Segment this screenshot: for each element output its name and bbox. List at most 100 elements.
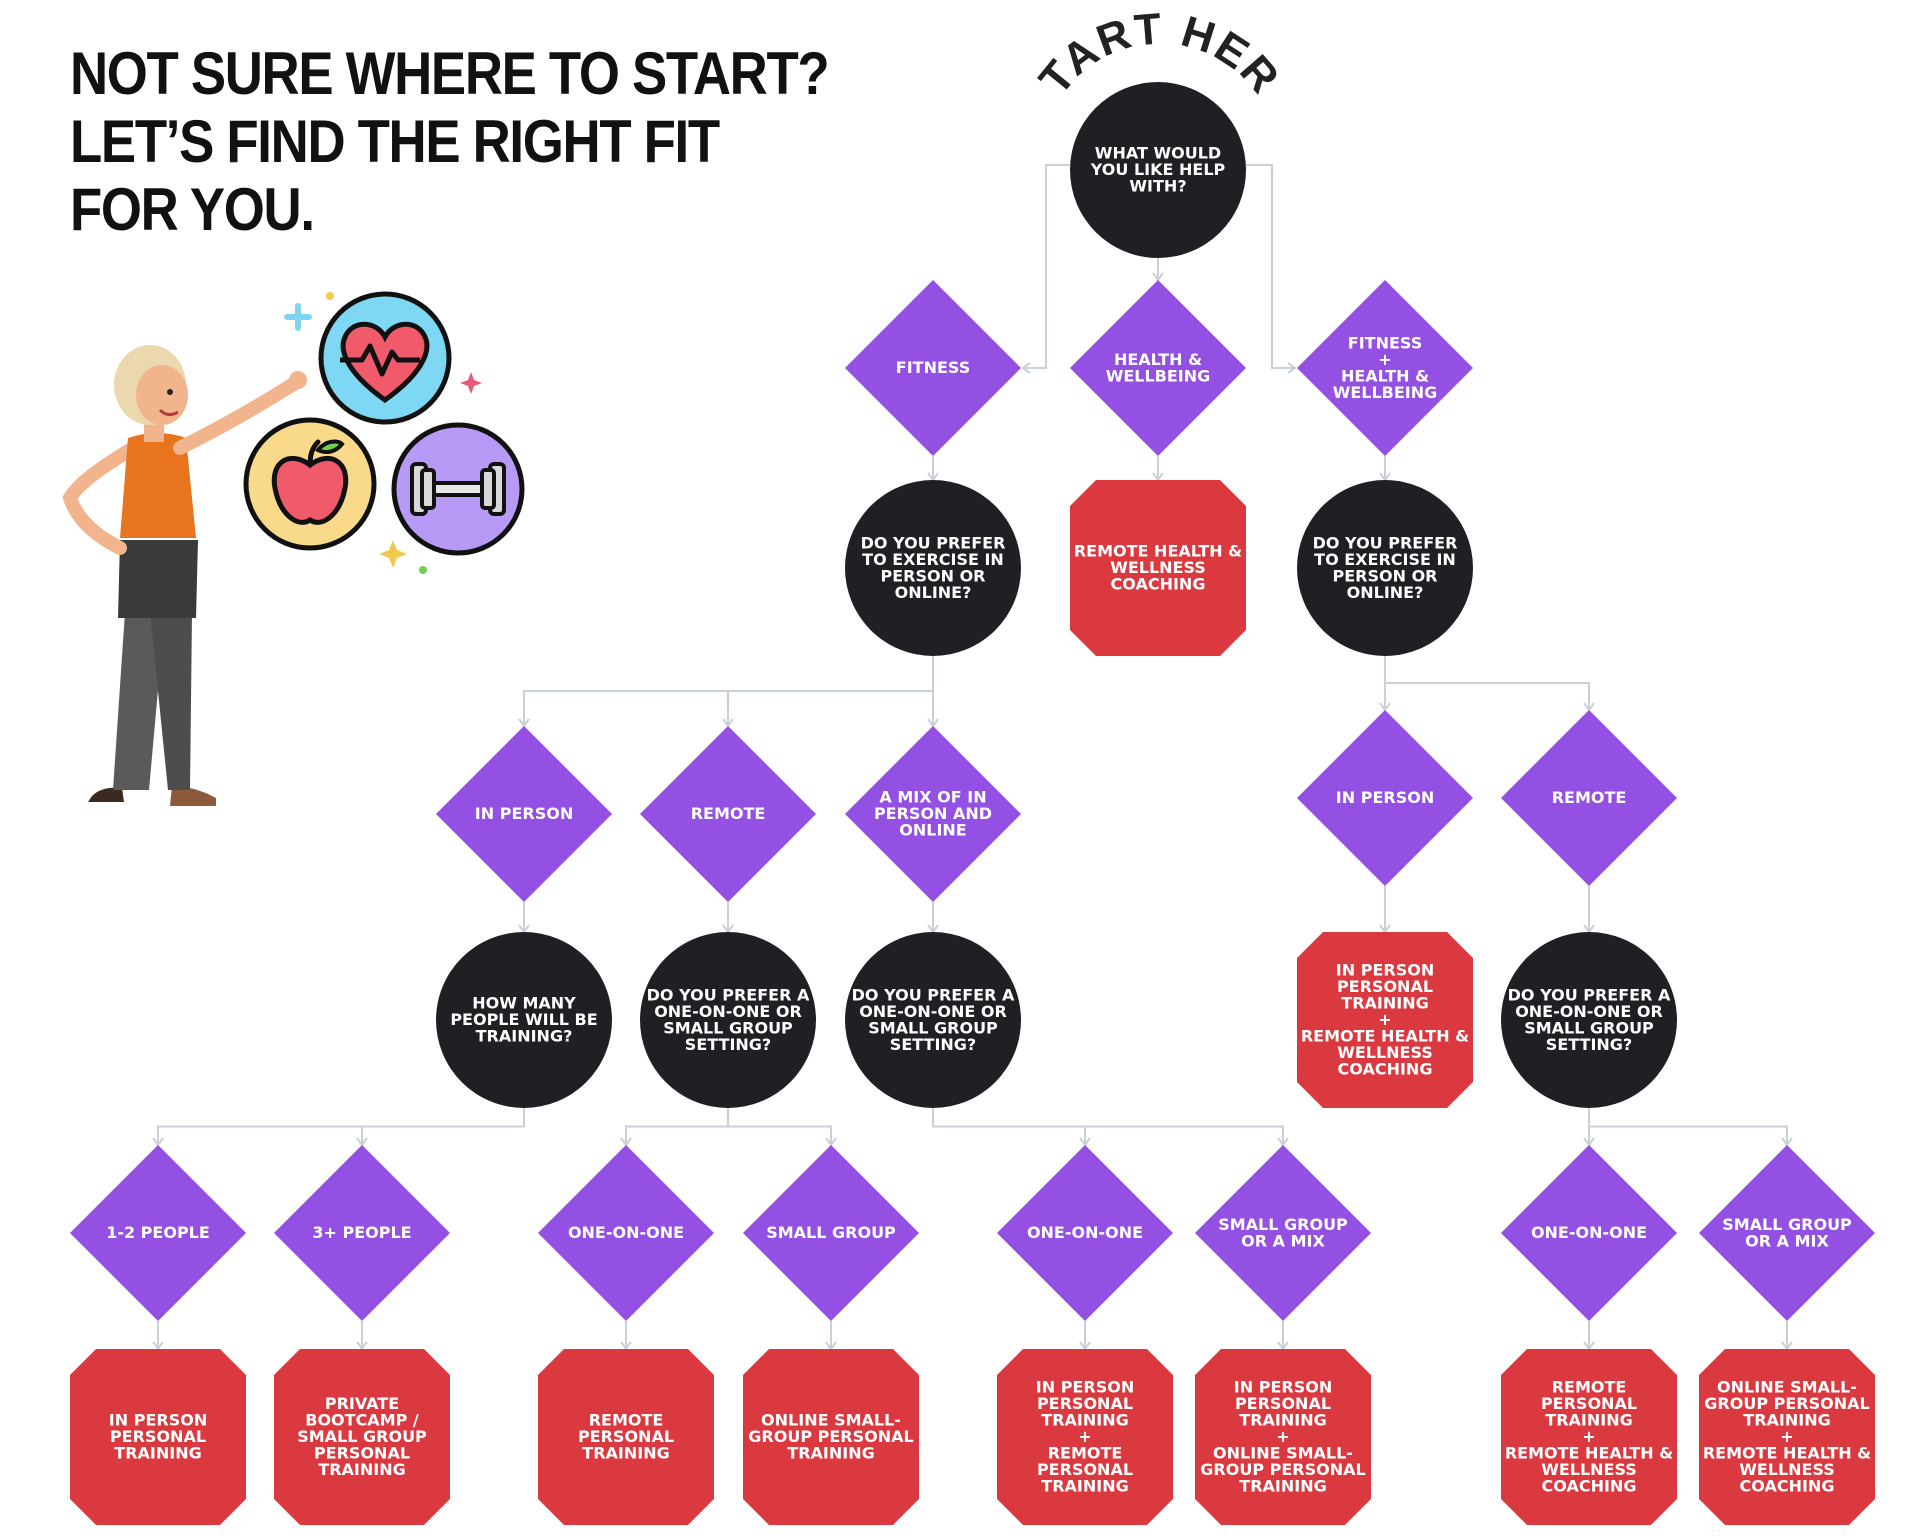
option-diamond xyxy=(743,1145,919,1321)
node-label-line: WITH? xyxy=(1129,177,1186,196)
option-node-o_m_one: ONE-ON-ONE xyxy=(997,1145,1173,1321)
option-diamond xyxy=(845,726,1021,902)
node-label-line: DO YOU PREFER A xyxy=(852,985,1015,1004)
node-label-line: TRAINING xyxy=(1341,994,1428,1013)
node-label-line: PERSONAL xyxy=(1337,977,1433,996)
option-node-o_3plus: 3+ PEOPLE xyxy=(274,1145,450,1321)
node-label-line: + xyxy=(1276,1427,1289,1446)
node-label-line: PERSONAL xyxy=(1541,1394,1637,1413)
apple-icon xyxy=(243,417,377,551)
node-label-line: ONE-ON-ONE OR xyxy=(859,1002,1007,1021)
node-label-line: TRAINING xyxy=(1743,1411,1830,1430)
result-node-r_b_small: ONLINE SMALL-GROUP PERSONALTRAINING+REMO… xyxy=(1699,1349,1875,1525)
node-label-line: IN PERSON xyxy=(475,804,573,823)
node-label-line: PERSONAL xyxy=(578,1427,674,1446)
node-label-line: WELLBEING xyxy=(1106,366,1211,385)
node-label-line: WHAT WOULD xyxy=(1095,144,1221,163)
node-label-line: SMALL GROUP xyxy=(297,1427,427,1446)
node-label-line: DO YOU PREFER A xyxy=(1508,985,1671,1004)
option-node-o_r_small: SMALL GROUP xyxy=(743,1145,919,1321)
connector-line xyxy=(727,1108,832,1145)
node-label-line: TRAINING xyxy=(1239,1411,1326,1430)
node-label-line: COACHING xyxy=(1542,1477,1637,1496)
sparkle-icon xyxy=(284,292,482,574)
node-label-line: TRAINING xyxy=(787,1444,874,1463)
node-label-line: ONLINE SMALL- xyxy=(761,1411,901,1430)
dumbbell-icon xyxy=(391,422,525,556)
node-label-line: WELLNESS xyxy=(1110,558,1206,577)
node-label-line: + xyxy=(1378,1010,1391,1029)
node-label-line: ONLINE? xyxy=(895,583,972,602)
connector-line xyxy=(1588,1108,1788,1145)
node-label-line: FITNESS xyxy=(896,358,970,377)
result-octagon xyxy=(274,1349,450,1525)
question-circle xyxy=(436,932,612,1108)
question-circle xyxy=(845,480,1021,656)
node-label-line: BOOTCAMP / xyxy=(305,1411,419,1430)
connector-lines xyxy=(152,164,1793,1351)
option-node-o_b_one: ONE-ON-ONE xyxy=(1501,1145,1677,1321)
option-diamond xyxy=(1501,1145,1677,1321)
node-label-line: ONLINE xyxy=(899,821,966,840)
node-label-line: TRAINING xyxy=(114,1444,201,1463)
option-diamond xyxy=(274,1145,450,1321)
node-label-line: REMOTE xyxy=(1048,1444,1123,1463)
node-label-line: PRIVATE xyxy=(325,1394,399,1413)
node-label-line: SMALL GROUP xyxy=(1722,1215,1852,1234)
node-label-line: YOU LIKE HELP xyxy=(1090,160,1226,179)
start-here-label: START HERE xyxy=(0,0,1290,104)
connector-line xyxy=(727,656,934,726)
node-label-line: PERSON OR xyxy=(1333,566,1438,585)
node-label-line: HOW MANY xyxy=(472,994,576,1013)
node-label-line: REMOTE xyxy=(1552,788,1627,807)
option-diamond xyxy=(1297,280,1473,456)
node-label-line: + xyxy=(1780,1427,1793,1446)
option-diamond xyxy=(1195,1145,1371,1321)
result-octagon xyxy=(1195,1349,1371,1525)
node-label-line: TRAINING xyxy=(1545,1411,1632,1430)
option-diamond xyxy=(1699,1145,1875,1321)
woman-figure xyxy=(62,345,307,806)
option-node-o_r_one: ONE-ON-ONE xyxy=(538,1145,714,1321)
node-label-line: TO EXERCISE IN xyxy=(862,550,1004,569)
option-diamond xyxy=(1501,710,1677,886)
option-node-o_fit: FITNESS xyxy=(845,280,1021,456)
option-node-o_both: FITNESS+HEALTH &WELLBEING xyxy=(1297,280,1473,456)
node-label-line: REMOTE HEALTH & xyxy=(1703,1444,1871,1463)
node-label-line: SMALL GROUP xyxy=(1524,1018,1654,1037)
node-label-line: GROUP PERSONAL xyxy=(748,1427,913,1446)
option-diamond xyxy=(1070,280,1246,456)
node-label-line: IN PERSON xyxy=(1234,1378,1332,1397)
node-label-line: FITNESS xyxy=(1348,333,1422,352)
node-label-line: ONLINE SMALL- xyxy=(1717,1378,1857,1397)
option-diamond xyxy=(640,726,816,902)
node-label-line: WELLBEING xyxy=(1333,383,1438,402)
question-circle xyxy=(845,932,1021,1108)
node-label-line: WELLNESS xyxy=(1337,1043,1433,1062)
node-label-line: SETTING? xyxy=(1546,1035,1632,1054)
result-octagon xyxy=(1501,1349,1677,1525)
node-label-line: TRAINING xyxy=(1041,1477,1128,1496)
connector-line xyxy=(361,1108,525,1145)
node-label-line: PERSONAL xyxy=(1235,1394,1331,1413)
node-label-line: 1-2 PEOPLE xyxy=(106,1223,210,1242)
question-circle xyxy=(1070,82,1246,258)
node-label-line: SMALL GROUP xyxy=(1218,1215,1348,1234)
option-diamond xyxy=(845,280,1021,456)
connector-line xyxy=(932,1108,1284,1145)
node-label-line: REMOTE xyxy=(691,804,766,823)
result-octagon xyxy=(1297,932,1473,1108)
node-label-line: REMOTE xyxy=(1552,1378,1627,1397)
